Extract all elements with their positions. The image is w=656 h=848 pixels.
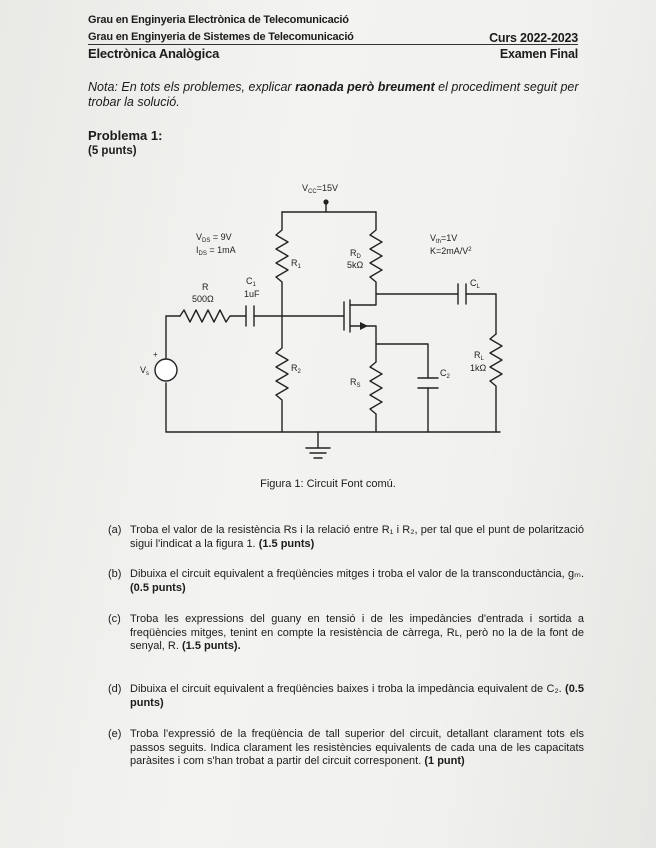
source-node-wire	[375, 343, 429, 379]
rs-resistor	[369, 343, 383, 433]
source-circle	[154, 358, 178, 382]
mosfet-arrow	[360, 322, 368, 330]
mosfet-channel	[349, 297, 377, 345]
question-e: (e) Troba l'expressió de la freqüència d…	[108, 728, 584, 769]
rl-resistor	[489, 333, 503, 433]
degree-line-2: Grau en Enginyeria de Sistemes de Teleco…	[88, 31, 354, 43]
note-text-b: el procediment seguit per trobar la solu…	[88, 80, 579, 109]
note-bold: raonada però breument	[295, 80, 435, 94]
exam-note: Nota: En tots els problemes, explicar ra…	[88, 80, 588, 110]
question-e-text: Troba l'expressió de la freqüència de ta…	[130, 728, 584, 767]
cl-capacitor	[457, 283, 467, 305]
problem-title: Problema 1:	[88, 128, 163, 143]
rl-value: 1kΩ	[470, 363, 487, 373]
figure-caption: Figura 1: Circuit Font comú.	[260, 478, 396, 490]
rd-label: RD	[350, 248, 362, 260]
r2-label: R2	[291, 363, 302, 375]
cl-output-wire	[465, 293, 497, 335]
r-value: 500Ω	[192, 294, 214, 304]
rd-value: 5kΩ	[347, 260, 364, 270]
question-b-label: (b)	[108, 568, 122, 580]
c2-capacitor	[417, 377, 439, 389]
source-top-wire	[165, 315, 181, 359]
question-e-points: (1 punt)	[424, 755, 465, 767]
vs-label: Vs	[140, 365, 149, 377]
question-b-text: Dibuixa el circuit equivalent a freqüènc…	[130, 568, 584, 580]
r1-resistor	[275, 211, 289, 317]
cl-label: CL	[470, 278, 481, 290]
r1-label: R1	[291, 258, 302, 270]
question-c: (c) Troba les expressions del guany en t…	[108, 613, 584, 654]
question-a-points: (1.5 punts)	[258, 537, 315, 550]
ground-symbol	[305, 447, 331, 459]
vcc-terminal	[323, 199, 329, 205]
k-label: K=2mA/V2	[430, 246, 472, 256]
ground-bus	[165, 382, 501, 433]
question-a-text: Troba el valor de la resistència Rs i la…	[130, 524, 584, 550]
r2-resistor	[275, 315, 289, 433]
rl-label: RL	[474, 350, 485, 362]
c1-capacitor	[245, 305, 255, 327]
r-label: R	[202, 282, 209, 292]
vth-label: Vth=1V	[430, 233, 457, 245]
c1-value: 1uF	[244, 289, 260, 299]
question-a-label: (a)	[108, 524, 122, 536]
question-c-text: Troba les expressions del guany en tensi…	[130, 613, 584, 652]
vcc-label: VCC=15V	[302, 183, 338, 195]
degree-line-1: Grau en Enginyeria Electrònica de Teleco…	[88, 14, 349, 26]
course-year: Curs 2022-2023	[489, 31, 578, 45]
note-text-a: En tots els problemes, explicar	[117, 80, 296, 94]
subject-title: Electrònica Analògica	[88, 46, 220, 61]
c1-label: C1	[246, 276, 257, 288]
question-c-points: (1.5 punts).	[181, 640, 241, 652]
header-rule	[88, 44, 578, 45]
question-d: (d) Dibuixa el circuit equivalent a freq…	[108, 683, 584, 710]
question-c-label: (c)	[108, 613, 121, 625]
vs-plus: +	[153, 350, 158, 359]
rd-resistor	[369, 211, 383, 299]
question-a: (a) Troba el valor de la resistència Rs …	[108, 524, 584, 551]
question-b: (b) Dibuixa el circuit equivalent a freq…	[108, 568, 584, 595]
ids-label: IDS = 1mA	[196, 245, 236, 257]
rs-label: RS	[350, 377, 361, 389]
question-d-label: (d)	[108, 683, 122, 695]
question-e-label: (e)	[108, 728, 122, 740]
c2-label: C2	[440, 368, 451, 380]
problem-points: (5 punts)	[88, 145, 137, 157]
question-d-points: (0.5 punts)	[130, 683, 584, 709]
note-prefix: Nota:	[88, 80, 118, 94]
exam-type: Examen Final	[499, 47, 578, 61]
question-d-text: Dibuixa el circuit equivalent a freqüènc…	[130, 683, 562, 695]
question-b-points: (0.5 punts)	[130, 581, 186, 594]
vds-label: VDS = 9V	[196, 232, 232, 244]
r-resistor	[179, 309, 247, 323]
mosfet-gate	[343, 299, 351, 333]
